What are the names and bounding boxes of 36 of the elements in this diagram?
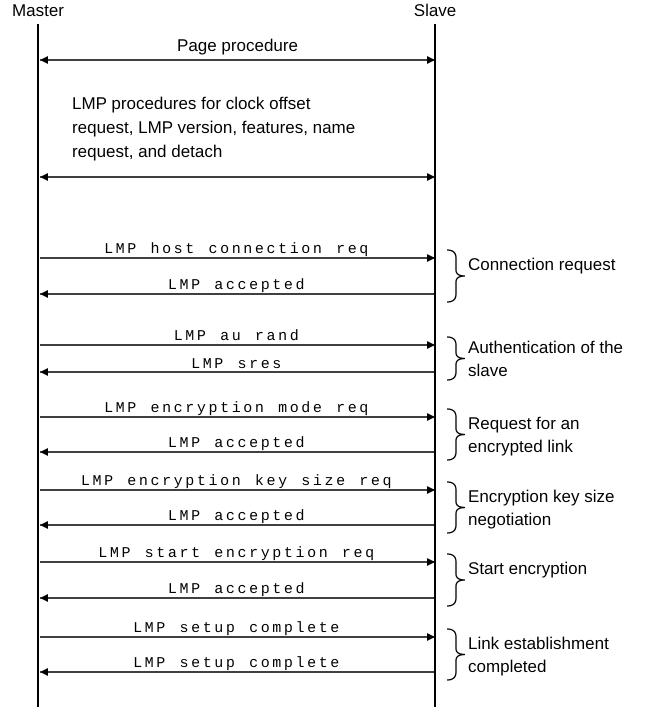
message-arrow (40, 521, 435, 529)
message-arrow (40, 56, 435, 64)
group-note: Start encryption (468, 558, 588, 580)
message-label: LMP start encryption req (98, 545, 377, 562)
message-arrow (40, 668, 435, 676)
group-note: Link establishment completed (468, 632, 610, 678)
message-label: Page procedure (177, 35, 298, 57)
message-label: LMP setup complete (133, 655, 342, 672)
message-arrow (40, 448, 435, 456)
participant-name: Slave (412, 0, 458, 22)
message-arrow (40, 594, 435, 602)
group-note: Authentication of the slave (468, 336, 624, 382)
message-label: LMP procedures for clock offset request, LMP version, features, name request, and detach (72, 93, 356, 163)
message-arrow (40, 486, 435, 494)
message-label: LMP encryption mode req (104, 400, 371, 417)
message-label: LMP setup complete (133, 620, 342, 637)
message-arrow (40, 558, 435, 566)
group-note: Encryption key size negotiation (468, 486, 616, 530)
message-label: LMP accepted (168, 508, 308, 525)
message-label: LMP accepted (168, 581, 308, 598)
message-label: LMP sres (191, 356, 284, 373)
message-arrow (40, 173, 435, 181)
message-label: LMP host connection req (104, 241, 371, 258)
message-arrow (40, 413, 435, 421)
message-arrow (40, 341, 435, 349)
message-arrow (40, 254, 435, 262)
group-note: Request for an encrypted link (468, 412, 581, 458)
message-label: LMP encryption key size req (80, 473, 394, 490)
message-label: LMP accepted (168, 435, 308, 452)
group-note: Connection request (468, 254, 616, 276)
message-arrow (40, 368, 435, 376)
message-label: LMP accepted (168, 277, 308, 294)
participant-name: Master (11, 0, 65, 22)
message-label: LMP au rand (174, 328, 302, 345)
message-arrow (40, 290, 435, 298)
message-arrow (40, 633, 435, 641)
